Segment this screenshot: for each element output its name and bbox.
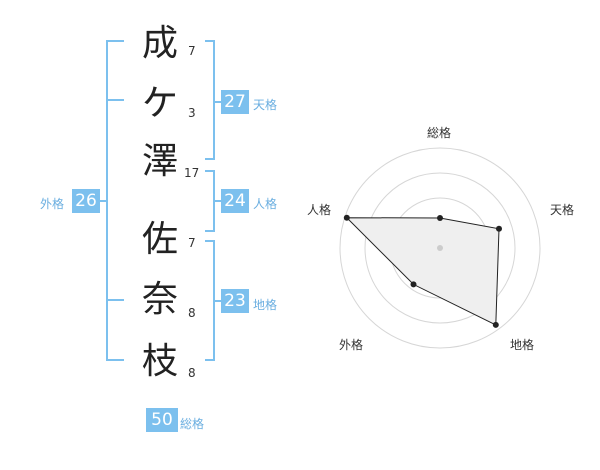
radar-ring bbox=[364, 172, 516, 324]
tenkaku-badge: 27 bbox=[221, 90, 249, 114]
gaikaku-badge: 26 bbox=[72, 189, 100, 213]
name-char-5: 奈 bbox=[141, 279, 178, 320]
radar-label-tenkaku: 天格 bbox=[550, 203, 575, 217]
gaikaku-label: 外格 bbox=[40, 197, 65, 211]
outer-bracket-bottom bbox=[106, 359, 124, 361]
radar-label-jinkaku: 人格 bbox=[307, 203, 332, 217]
soukaku-label: 総格 bbox=[180, 417, 205, 431]
stroke-count-5: 8 bbox=[188, 306, 196, 320]
stroke-count-1: 7 bbox=[188, 44, 196, 58]
radar-center-dot bbox=[437, 245, 443, 251]
radar-label-soukaku: 総格 bbox=[427, 126, 452, 140]
tenkaku-label: 天格 bbox=[253, 98, 278, 112]
outer-bracket-top bbox=[106, 40, 124, 42]
radar-fill bbox=[345, 217, 500, 326]
stroke-count-2: 3 bbox=[188, 106, 196, 120]
jinkaku-badge: 24 bbox=[221, 189, 249, 213]
tenkaku-bracket-connector bbox=[213, 101, 221, 103]
name-char-1: 成 bbox=[141, 23, 178, 64]
jinkaku-bracket-top bbox=[205, 170, 215, 172]
radar-point-soukaku bbox=[437, 215, 443, 221]
radar-point-gaikaku bbox=[410, 281, 417, 288]
chikaku-bracket-connector bbox=[213, 300, 221, 302]
stroke-count-4: 7 bbox=[188, 236, 196, 250]
outer-bracket-tick-5 bbox=[106, 299, 124, 301]
jinkaku-label: 人格 bbox=[253, 197, 278, 211]
radar-points bbox=[343, 214, 502, 328]
tenkaku-bracket-top bbox=[205, 40, 215, 42]
radar-point-chikaku bbox=[492, 321, 499, 328]
radar-point-jinkaku bbox=[343, 214, 350, 221]
chikaku-badge: 23 bbox=[221, 289, 249, 313]
chikaku-bracket-bottom bbox=[205, 359, 215, 361]
name-char-6: 枝 bbox=[141, 341, 178, 382]
tenkaku-bracket-vertical bbox=[213, 40, 215, 160]
soukaku-badge: 50 bbox=[146, 408, 178, 432]
name-char-3: 澤 bbox=[141, 141, 178, 182]
radar-point-tenkaku bbox=[496, 225, 502, 232]
outer-bracket-connector bbox=[100, 200, 108, 202]
jinkaku-bracket-bottom bbox=[205, 230, 215, 232]
tenkaku-bracket-bottom bbox=[205, 158, 215, 160]
radar-ring bbox=[339, 147, 541, 349]
stroke-count-6: 8 bbox=[188, 366, 196, 380]
name-char-4: 佐 bbox=[141, 219, 178, 260]
name-char-2: ケ bbox=[141, 83, 178, 124]
jinkaku-bracket-connector bbox=[213, 200, 221, 202]
chikaku-label: 地格 bbox=[253, 298, 278, 312]
radar-label-chikaku: 地格 bbox=[510, 338, 535, 352]
outer-bracket-tick-2 bbox=[106, 99, 124, 101]
stroke-count-3: 17 bbox=[184, 166, 200, 180]
radar-label-gaikaku: 外格 bbox=[339, 338, 364, 352]
chikaku-bracket-top bbox=[205, 240, 215, 242]
